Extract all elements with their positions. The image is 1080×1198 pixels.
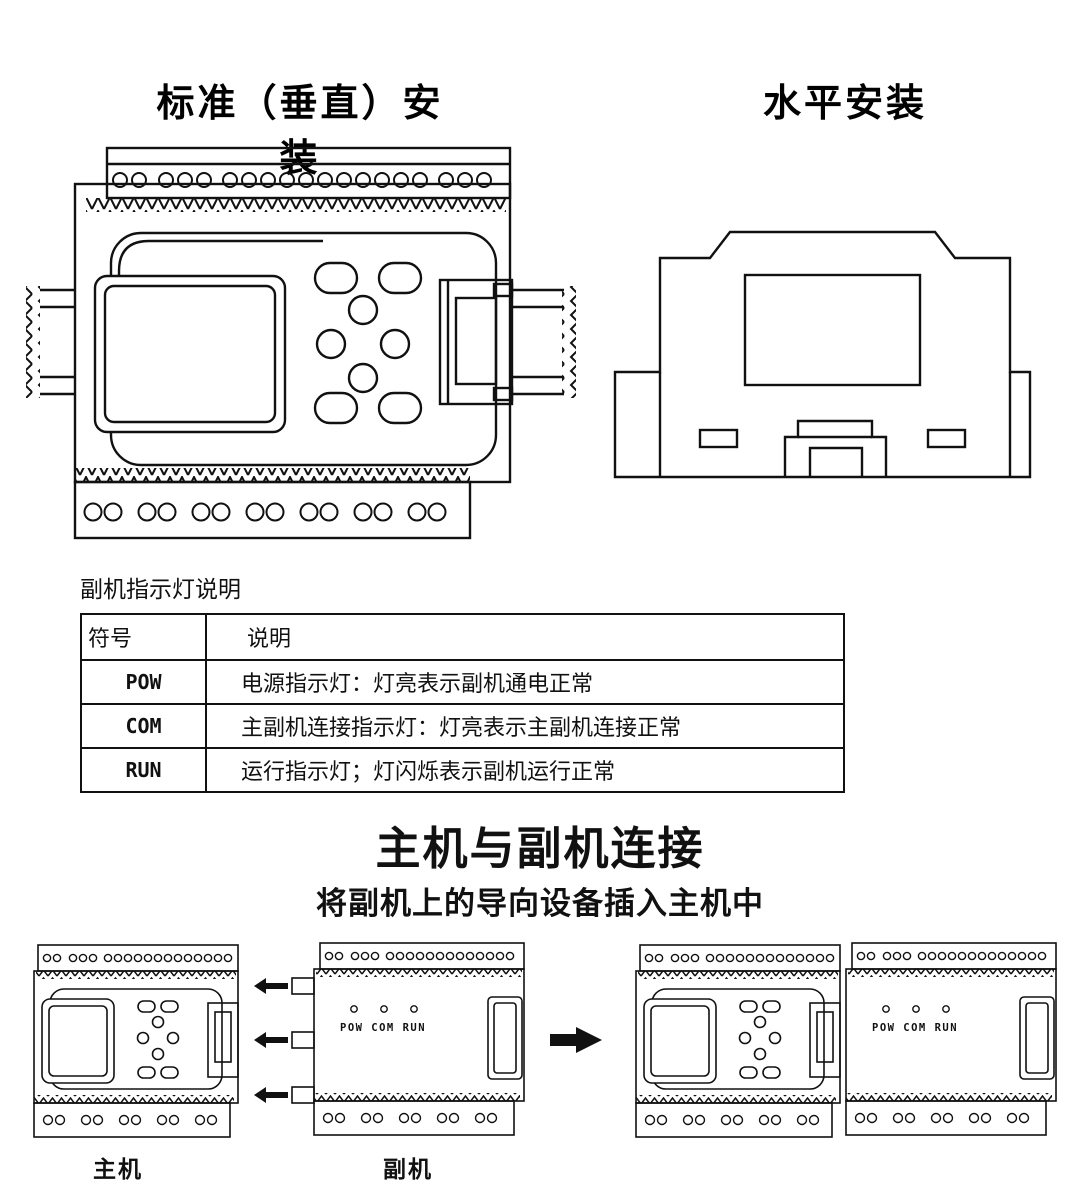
- table-row: RUN 运行指示灯；灯闪烁表示副机运行正常: [80, 747, 845, 793]
- slave-label: 副机: [383, 1156, 433, 1182]
- horizontal-install-title: 水平安装: [762, 80, 927, 125]
- lcd-screen: [93, 274, 287, 434]
- symbol-cell: POW: [80, 659, 207, 705]
- plc-module-profile: [613, 230, 1032, 479]
- table-row: POW 电源指示灯：灯亮表示副机通电正常: [80, 659, 845, 705]
- rail-break-right: [562, 286, 576, 398]
- symbol-cell: RUN: [80, 747, 207, 793]
- horizontal-install-diagram: [613, 230, 1032, 479]
- din-clip: [783, 419, 888, 477]
- rail-break-left: [26, 286, 40, 398]
- guide-pins: [291, 977, 315, 1104]
- indicator-table: 符号 说明 POW 电源指示灯：灯亮表示副机通电正常 COM 主副机连接指示灯：…: [80, 613, 845, 793]
- desc-cell: 运行指示灯；灯闪烁表示副机运行正常: [205, 747, 845, 793]
- connection-subtitle: 将副机上的导向设备插入主机中: [316, 886, 764, 921]
- profile-outline: [613, 230, 1032, 479]
- master-module-connected: [635, 944, 841, 1138]
- bottom-terminal-strip: [73, 480, 472, 540]
- profile-screen: [743, 273, 922, 387]
- connection-title: 主机与副机连接: [375, 823, 705, 874]
- master-label: 主机: [93, 1156, 143, 1182]
- desc-cell: 主副机连接指示灯：灯亮表示主副机连接正常: [205, 703, 845, 749]
- plc-module-front: [73, 146, 514, 540]
- bottom-terminal-screws: [83, 502, 447, 522]
- vent-teeth-bottom: [75, 468, 470, 482]
- side-connector: [438, 278, 514, 406]
- profile-foot-left: [698, 428, 739, 449]
- col-symbol-header: 符号: [80, 613, 207, 661]
- desc-cell: 电源指示灯：灯亮表示副机通电正常: [205, 659, 845, 705]
- table-header-row: 符号 说明: [80, 613, 845, 661]
- col-desc-header: 说明: [205, 613, 845, 661]
- top-terminal-screws: [112, 172, 492, 188]
- slave-module-connected: [845, 942, 1057, 1136]
- indicator-heading: 副机指示灯说明: [80, 576, 241, 602]
- profile-foot-right: [926, 428, 967, 449]
- connect-arrow: [550, 1027, 602, 1053]
- symbol-cell: COM: [80, 703, 207, 749]
- vertical-install-diagram: [26, 146, 576, 540]
- slave-module: [313, 942, 525, 1136]
- table-row: COM 主副机连接指示灯：灯亮表示主副机连接正常: [80, 703, 845, 749]
- vent-teeth-top: [86, 198, 506, 212]
- connection-diagram: POW COM RUN: [33, 942, 1057, 1138]
- vertical-install-title: 标准（垂直）安装: [156, 80, 444, 180]
- din-rail: [26, 286, 576, 398]
- keypad: [313, 261, 423, 425]
- master-module: [33, 944, 239, 1138]
- lcd-screen-inner: [103, 284, 277, 424]
- insertion-arrows-left: [254, 978, 288, 1103]
